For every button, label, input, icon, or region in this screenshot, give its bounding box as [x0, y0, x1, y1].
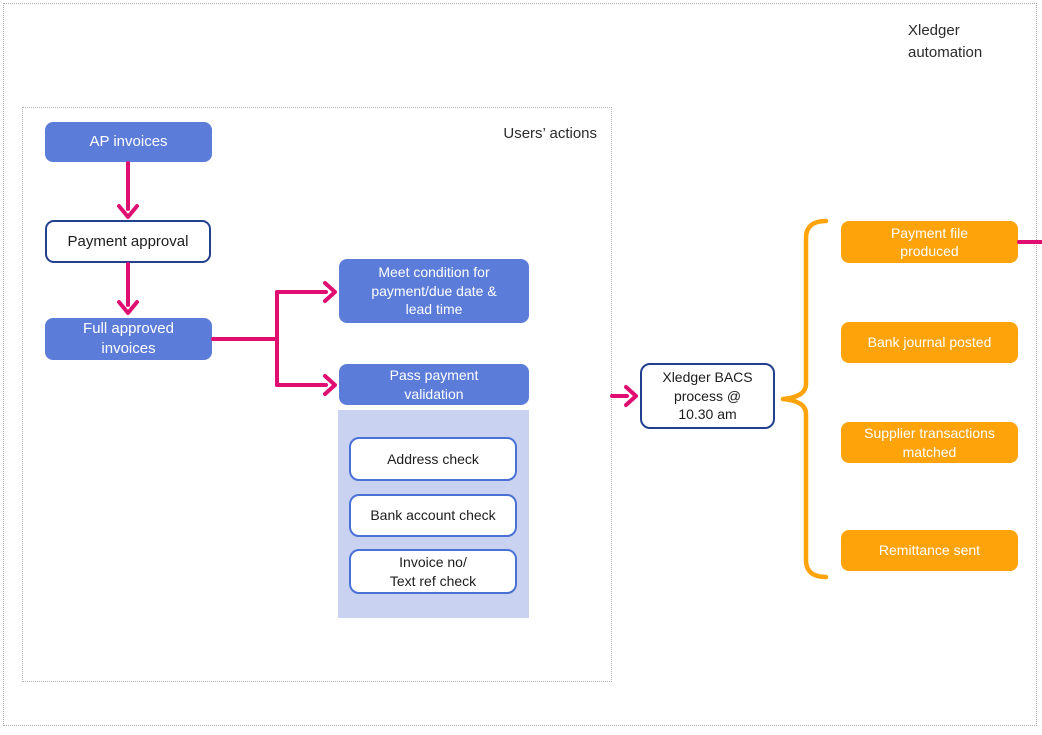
node-xledger-bacs-process: Xledger BACS process @ 10.30 am [640, 363, 775, 429]
node-address-check: Address check [349, 437, 517, 481]
node-supplier-transactions-matched: Supplier transactions matched [841, 422, 1018, 463]
node-bank-account-check: Bank account check [349, 494, 517, 537]
node-remittance-sent: Remittance sent [841, 530, 1018, 571]
node-bank-journal-posted: Bank journal posted [841, 322, 1018, 363]
node-invoice-text-ref-check: Invoice no/ Text ref check [349, 549, 517, 594]
node-pass-payment-validation: Pass payment validation [339, 364, 529, 405]
node-ap-invoices: AP invoices [45, 122, 212, 162]
node-payment-approval: Payment approval [45, 220, 211, 263]
page-dotted-border [3, 3, 1037, 726]
xledger-automation-label: Xledger automation [908, 22, 983, 61]
node-payment-file-produced: Payment file produced [841, 221, 1018, 263]
users-actions-label: Users’ actions [503, 125, 597, 142]
node-full-approved-invoices: Full approved invoices [45, 318, 212, 360]
node-meet-condition: Meet condition for payment/due date & le… [339, 259, 529, 323]
